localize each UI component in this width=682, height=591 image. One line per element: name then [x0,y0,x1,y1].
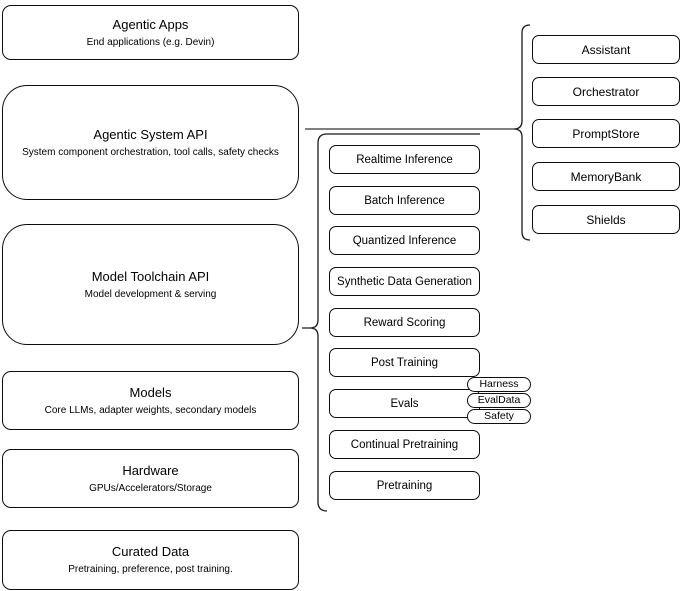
node-label: Orchestrator [572,84,640,99]
node-label: Synthetic Data Generation [337,275,472,288]
tag-harness: Harness [467,377,531,392]
node-label: Pretraining [376,479,433,492]
tag-evaldata: EvalData [467,393,531,408]
tag-label: EvalData [477,394,521,406]
node-synthetic-data-generation: Synthetic Data Generation [329,267,480,296]
node-subtitle: Core LLMs, adapter weights, secondary mo… [44,404,257,416]
node-title: Curated Data [111,544,190,559]
node-subtitle: Pretraining, preference, post training. [68,564,233,575]
tag-label: Harness [479,378,519,390]
node-label: Reward Scoring [363,316,446,329]
node-subtitle: End applications (e.g. Devin) [86,36,215,48]
system-group-brace [513,24,531,241]
node-continual-pretraining: Continual Pretraining [329,430,480,459]
node-title: Models [129,384,172,400]
node-promptstore: PromptStore [532,119,680,148]
node-agentic-system-api: Agentic System API System component orch… [2,85,299,200]
node-subtitle: System component orchestration, tool cal… [22,146,279,158]
tag-label: Safety [484,410,514,422]
node-label: PromptStore [572,126,640,141]
node-subtitle: GPUs/Accelerators/Storage [89,482,212,494]
node-label: Realtime Inference [356,153,453,166]
node-pretraining: Pretraining [329,471,480,500]
node-label: Post Training [370,356,439,369]
node-title: Model Toolchain API [91,268,210,284]
node-label: Quantized Inference [352,234,457,247]
node-label: Shields [586,212,626,227]
node-agentic-apps: Agentic Apps End applications (e.g. Devi… [2,5,299,60]
node-reward-scoring: Reward Scoring [329,308,480,337]
node-label: MemoryBank [570,169,642,184]
node-model-toolchain-api: Model Toolchain API Model development & … [2,224,299,345]
node-title: Agentic System API [93,126,208,142]
node-models: Models Core LLMs, adapter weights, secon… [2,371,299,430]
node-label: Batch Inference [364,194,445,207]
node-post-training: Post Training [329,348,480,377]
node-quantized-inference: Quantized Inference [329,226,480,255]
node-curated-data: Curated Data Pretraining, preference, po… [2,530,299,590]
node-evals: Evals [329,389,480,418]
node-orchestrator: Orchestrator [532,77,680,106]
node-subtitle: Model development & serving [84,288,217,300]
node-label: Evals [390,397,419,410]
node-label: Continual Pretraining [350,438,459,451]
node-batch-inference: Batch Inference [329,186,480,215]
node-label: Assistant [581,42,631,57]
node-memorybank: MemoryBank [532,162,680,191]
node-hardware: Hardware GPUs/Accelerators/Storage [2,449,299,508]
node-realtime-inference: Realtime Inference [329,145,480,174]
node-shields: Shields [532,205,680,234]
node-assistant: Assistant [532,35,680,64]
tag-safety: Safety [467,409,531,424]
node-title: Agentic Apps [112,16,189,32]
node-title: Hardware [122,462,179,478]
